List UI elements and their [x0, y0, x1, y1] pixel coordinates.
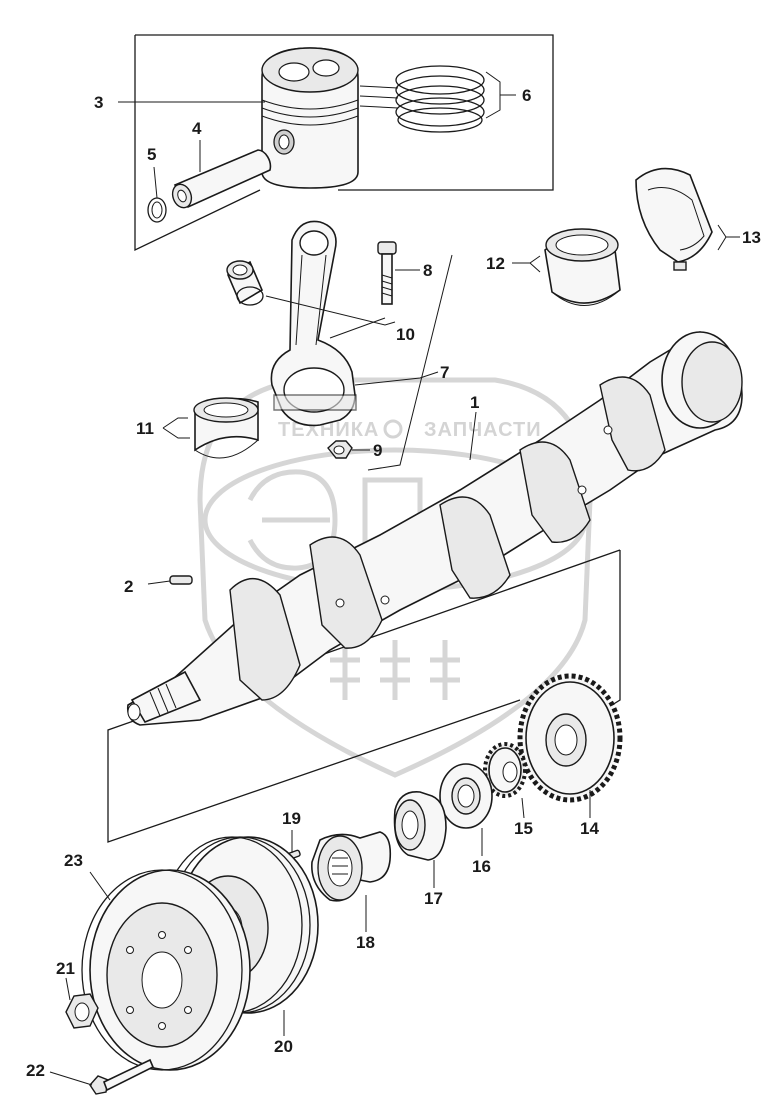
callout-19: 19 — [282, 809, 301, 828]
piston-assembly-bracket — [134, 34, 554, 252]
callout-14: 14 — [580, 819, 599, 838]
callout-3: 3 — [94, 93, 103, 112]
callout-8: 8 — [423, 261, 432, 280]
callout-5: 5 — [147, 145, 156, 164]
watermark-gear-icon — [383, 419, 403, 439]
callout-11: 11 — [136, 419, 154, 438]
callout-1: 1 — [470, 393, 479, 412]
spacer-ring — [439, 763, 493, 829]
callout-12: 12 — [486, 254, 505, 273]
callout-13: 13 — [742, 228, 761, 247]
connecting-rod-bolt — [377, 241, 397, 305]
pulley-hub — [311, 831, 392, 902]
watermark-wheat-emblem — [330, 640, 460, 700]
thrust-washers — [635, 167, 713, 271]
callout-10: 10 — [396, 325, 415, 344]
piston-rings — [359, 65, 485, 133]
callout-22: 22 — [26, 1061, 45, 1080]
callout-17: 17 — [424, 889, 443, 908]
callout-16: 16 — [472, 857, 491, 876]
callout-20: 20 — [274, 1037, 293, 1056]
crankshaft — [126, 331, 743, 726]
pulley-nut — [65, 993, 99, 1029]
main-bearing-shells — [544, 228, 621, 306]
callout-15: 15 — [514, 819, 533, 838]
piston — [261, 47, 359, 189]
front-oil-seal — [393, 791, 447, 861]
callout-9: 9 — [373, 441, 382, 460]
callout-2: 2 — [124, 577, 133, 596]
callout-18: 18 — [356, 933, 375, 952]
callout-21: 21 — [56, 959, 75, 978]
crankshaft-gear — [517, 673, 623, 803]
connecting-rod-bearing — [193, 397, 259, 459]
piston-pin-circlip — [147, 197, 167, 223]
small-end-bushing — [226, 260, 264, 306]
callout-23: 23 — [64, 851, 83, 870]
connecting-rod-nut — [327, 440, 353, 459]
callout-4: 4 — [192, 119, 202, 138]
oil-pump-drive-gear — [483, 742, 527, 798]
piston-pin — [171, 149, 272, 209]
rod-assembly-bracket — [367, 254, 453, 471]
pulley-bolt — [89, 1058, 155, 1095]
callout-7: 7 — [440, 363, 449, 382]
callout-labels: 1 2 3 4 5 6 7 8 9 10 11 12 13 14 15 16 1… — [26, 86, 761, 1080]
crankshaft-pulley — [81, 869, 251, 1071]
leader-lines — [49, 71, 740, 1086]
woodruff-key — [169, 575, 193, 585]
callout-6: 6 — [522, 86, 531, 105]
watermark-text-right: ЗАПЧАСТИ — [424, 419, 542, 441]
watermark-logo-letter-e — [247, 469, 338, 571]
connecting-rod — [270, 220, 357, 427]
